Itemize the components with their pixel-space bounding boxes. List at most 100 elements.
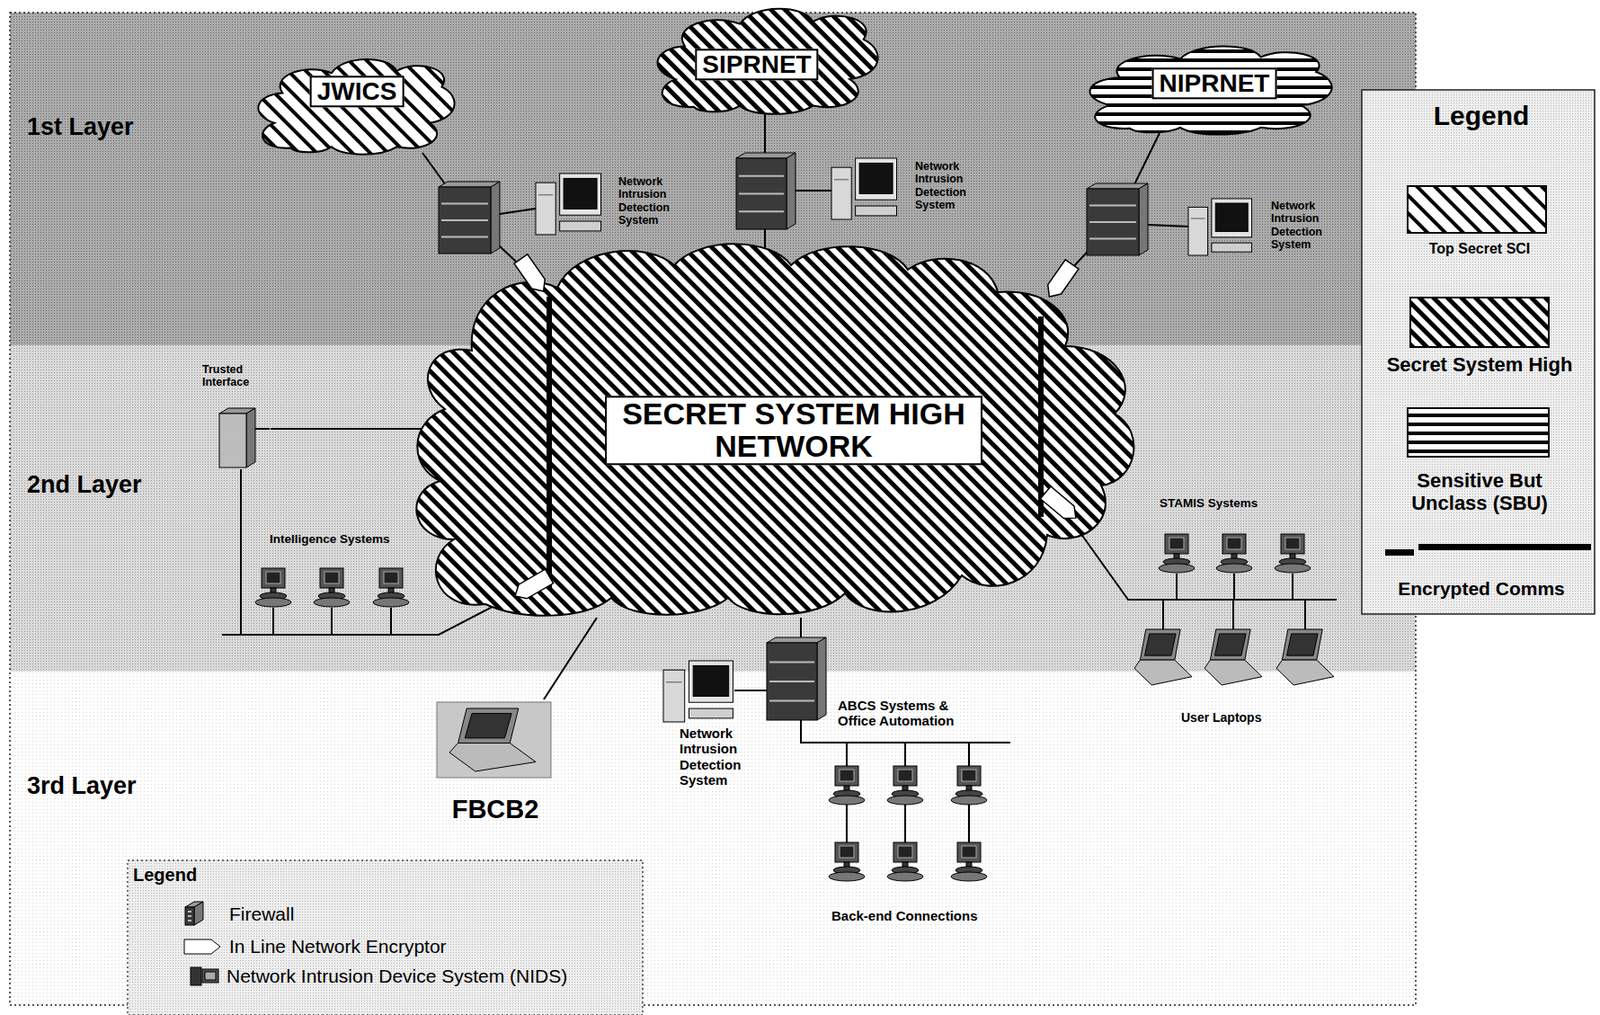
layer-label: 3rd Layer: [26, 772, 137, 800]
firewall-slat: [187, 910, 192, 913]
ws-screen: [839, 845, 854, 858]
drop-line: [1233, 573, 1236, 600]
legend-swatch: [1410, 297, 1549, 347]
ws-screen: [1285, 537, 1300, 550]
firewall-slat: [187, 915, 192, 917]
network-link: [1060, 133, 1160, 281]
group-label: STAMIS Systems: [1159, 496, 1258, 511]
legend-panel: [1361, 89, 1595, 614]
group-label: ABCS Systems & Office Automation: [837, 697, 982, 729]
pc-screen: [859, 162, 893, 194]
pc-screen: [1215, 203, 1248, 232]
pc-monitor: [688, 660, 733, 703]
firewall-slat: [1089, 204, 1137, 207]
fbcb2-terminal: FBCB2: [433, 699, 556, 828]
laptop-base: [1276, 659, 1334, 685]
ws-monitor: [957, 765, 981, 786]
ws-keyboard: [1158, 563, 1195, 573]
ws-keyboard: [1274, 563, 1311, 573]
ws-screen: [324, 571, 339, 584]
trusted-interface: Trusted Interface: [199, 361, 271, 470]
pc-monitor: [1211, 198, 1253, 238]
ws-monitor: [320, 568, 344, 588]
ws-keyboard: [373, 597, 409, 607]
firewall-front: [1086, 188, 1139, 256]
firewall-slat: [738, 210, 784, 213]
ws-keyboard: [887, 795, 924, 805]
link-line: [734, 689, 767, 692]
laptop-display: [464, 713, 512, 738]
ws-screen: [1226, 537, 1242, 550]
nids-station: Network Intrusion Detection System: [831, 156, 989, 229]
drop-line: [272, 607, 275, 635]
nids-label: Network Intrusion Detection System: [915, 160, 986, 213]
encryptor-icon: [510, 568, 553, 604]
pc-tower: [1188, 206, 1209, 256]
network-link: [543, 617, 597, 700]
ws-screen: [897, 845, 913, 858]
firewall-top: [1086, 183, 1148, 189]
firewall-slat: [769, 661, 815, 664]
cloud-outline: [1090, 45, 1333, 134]
cloud-outline: [257, 59, 454, 155]
pc-screen: [563, 177, 597, 209]
network-label: SIPRNET: [694, 48, 818, 80]
firewall-slat: [187, 919, 192, 922]
network-cloud: SECRET SYSTEM HIGH NETWORK: [530, 269, 1061, 618]
ws-monitor: [835, 842, 859, 863]
network-label: JWICS: [310, 75, 405, 107]
pc-drive: [538, 194, 553, 196]
legend-text: Encrypted Comms: [1397, 577, 1565, 600]
system-group: Intelligence Systems: [215, 528, 418, 640]
pc-drive: [834, 178, 849, 180]
pc-keyboard: [560, 221, 602, 232]
ws-keyboard: [887, 871, 924, 881]
firewall-front: [766, 642, 818, 720]
legend-text: Network Intrusion Device System (NIDS): [226, 965, 568, 987]
link-line: [255, 427, 270, 430]
frame: [9, 12, 1416, 1005]
nids-icon: [202, 968, 219, 983]
drop-line: [330, 607, 333, 635]
firewall-side: [246, 408, 256, 468]
layer-label: 1st Layer: [26, 113, 134, 142]
cloud-outline: [657, 8, 879, 115]
firewall-slat: [769, 700, 815, 703]
group-label: Intelligence Systems: [269, 532, 391, 547]
link-line: [1147, 224, 1189, 227]
nids-label: Network Intrusion Detection System: [618, 175, 694, 228]
legend-text: Sensitive But Unclass (SBU): [1385, 469, 1574, 516]
ws-screen: [383, 571, 399, 584]
laptop-display: [1145, 633, 1177, 656]
fbcb2-photo: [436, 702, 552, 778]
pc-keyboard: [688, 708, 733, 719]
ws-monitor: [261, 568, 285, 588]
nids-icon: [190, 967, 202, 986]
drop-line: [1291, 573, 1294, 600]
legend-swatch: [1407, 408, 1549, 457]
laptop-screen: [1209, 629, 1251, 660]
laptop-screen: [458, 708, 519, 744]
nids-station: Network Intrusion Detection System: [660, 674, 756, 800]
network-link: [422, 152, 531, 276]
laptop-screen: [1139, 629, 1181, 660]
legend-text: Top Secret SCI: [1429, 240, 1531, 258]
system-group: STAMIS SystemsUser Laptops: [1128, 492, 1340, 730]
pc-monitor: [855, 158, 898, 200]
ws-screen: [1169, 537, 1184, 550]
firewall-slat: [769, 680, 815, 683]
group-caption: Back-end Connections: [831, 907, 978, 924]
pc-drive: [666, 681, 683, 683]
ws-monitor: [1164, 533, 1189, 554]
drop-line: [390, 607, 392, 635]
ws-keyboard: [313, 597, 350, 607]
ws-keyboard: [1216, 563, 1253, 573]
laptop-display: [1215, 633, 1247, 656]
legend-title: Legend: [133, 864, 197, 886]
pc-keyboard: [1211, 242, 1253, 252]
laptop-screen: [1281, 629, 1323, 660]
drop-line: [1162, 599, 1165, 633]
encryptor-icon: [184, 939, 221, 954]
device-label: Trusted Interface: [202, 363, 267, 390]
